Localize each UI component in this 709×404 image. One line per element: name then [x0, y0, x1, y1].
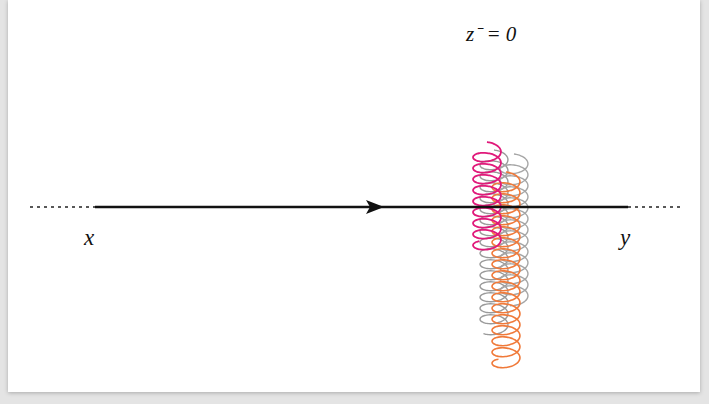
- dotted-line: [30, 206, 95, 208]
- arrowhead: [366, 200, 384, 214]
- gluon-coil: [492, 172, 520, 368]
- quark-line: [95, 206, 628, 208]
- gluon-shockwave: [473, 142, 528, 368]
- point-label: x: [84, 226, 94, 249]
- white-panel: [8, 0, 700, 392]
- dotted-line: [628, 206, 682, 208]
- lightcone-position-label: z⁻ = 0: [466, 24, 516, 45]
- gluon-coil: [473, 142, 501, 250]
- point-label: y: [620, 226, 630, 249]
